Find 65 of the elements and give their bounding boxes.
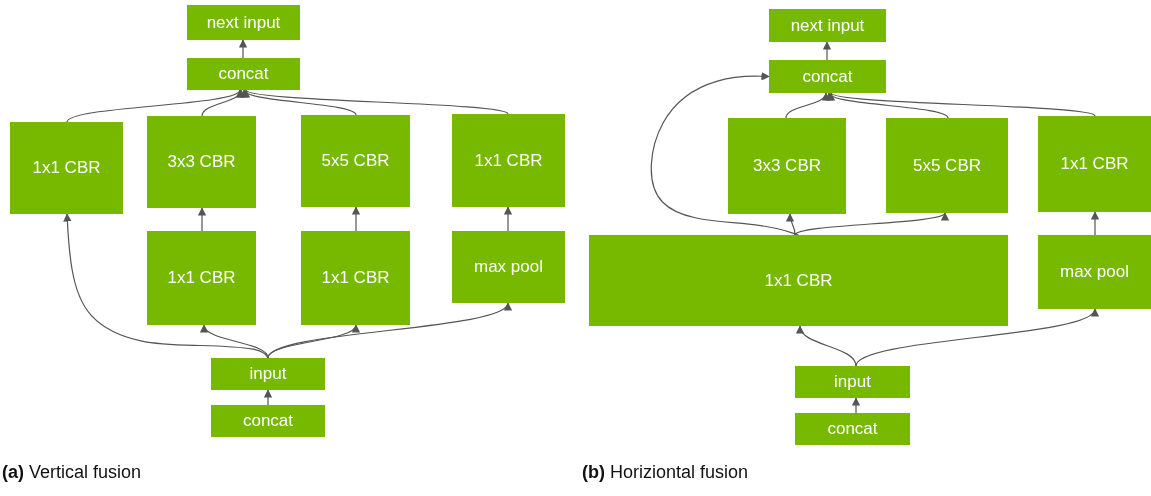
layer-box <box>147 231 256 325</box>
layer-box <box>147 116 256 208</box>
arrow <box>822 41 832 61</box>
layer-label: concat <box>242 411 294 431</box>
layer-label: 1x1 CBR <box>474 150 543 171</box>
layer-box <box>769 9 886 42</box>
arrow <box>263 389 273 406</box>
arrow <box>650 72 800 236</box>
layer-box <box>452 231 565 303</box>
layer-box <box>795 366 910 398</box>
layer-label: 1x1 CBR <box>1060 154 1129 174</box>
arrow <box>851 397 861 414</box>
layer-box <box>187 58 300 90</box>
layer-box <box>211 405 325 437</box>
arrow <box>794 212 946 236</box>
layer-box <box>886 118 1008 213</box>
layer-label: 5x5 CBR <box>913 155 981 176</box>
layer-label: 1x1 CBR <box>321 268 390 288</box>
arrow <box>202 324 269 359</box>
arrow <box>63 213 269 359</box>
arrow <box>828 92 949 119</box>
layer-box <box>589 235 1008 326</box>
arrow <box>243 89 357 116</box>
arrow <box>786 213 796 236</box>
layer-label: next input <box>206 12 281 33</box>
layer-box <box>10 122 123 214</box>
figure-caption: (b) Horiziontal fusion <box>582 462 749 483</box>
arrow <box>351 206 361 232</box>
layer-label: 1x1 CBR <box>764 270 833 291</box>
layer-label: 3x3 CBR <box>167 152 236 172</box>
figure-caption: (a) Vertical fusion <box>2 462 142 483</box>
layer-label: max pool <box>474 257 543 277</box>
layer-label: input <box>834 372 871 392</box>
arrow <box>797 325 857 367</box>
arrow <box>1090 211 1100 236</box>
arrow <box>238 39 248 59</box>
arrow <box>830 92 1096 117</box>
layer-label: concat <box>802 66 853 87</box>
layer-label: max pool <box>1060 262 1129 282</box>
layer-label: next input <box>790 15 865 36</box>
layer-label: 1x1 CBR <box>32 158 101 178</box>
layer-box <box>187 5 300 40</box>
layer-box <box>769 60 886 93</box>
layer-label: concat <box>827 419 878 439</box>
layer-label: concat <box>218 64 269 84</box>
arrow <box>785 92 829 119</box>
layer-label: 1x1 CBR <box>167 268 236 288</box>
layer-box <box>1038 235 1151 309</box>
arrow <box>503 206 513 232</box>
layer-box <box>211 358 325 390</box>
layer-label: 3x3 CBR <box>753 156 821 176</box>
layer-box <box>301 231 410 325</box>
arrow <box>66 89 241 123</box>
arrow <box>855 308 1096 367</box>
layer-box <box>301 115 410 207</box>
layer-box <box>795 413 910 445</box>
layer-label: input <box>249 364 287 384</box>
layer-box <box>728 118 846 214</box>
layer-label: 5x5 CBR <box>321 151 390 171</box>
arrow <box>245 89 509 115</box>
arrow <box>201 89 244 117</box>
layer-box <box>1038 116 1151 212</box>
arrow <box>197 207 207 232</box>
arrow <box>267 302 509 359</box>
layer-box <box>452 114 565 207</box>
